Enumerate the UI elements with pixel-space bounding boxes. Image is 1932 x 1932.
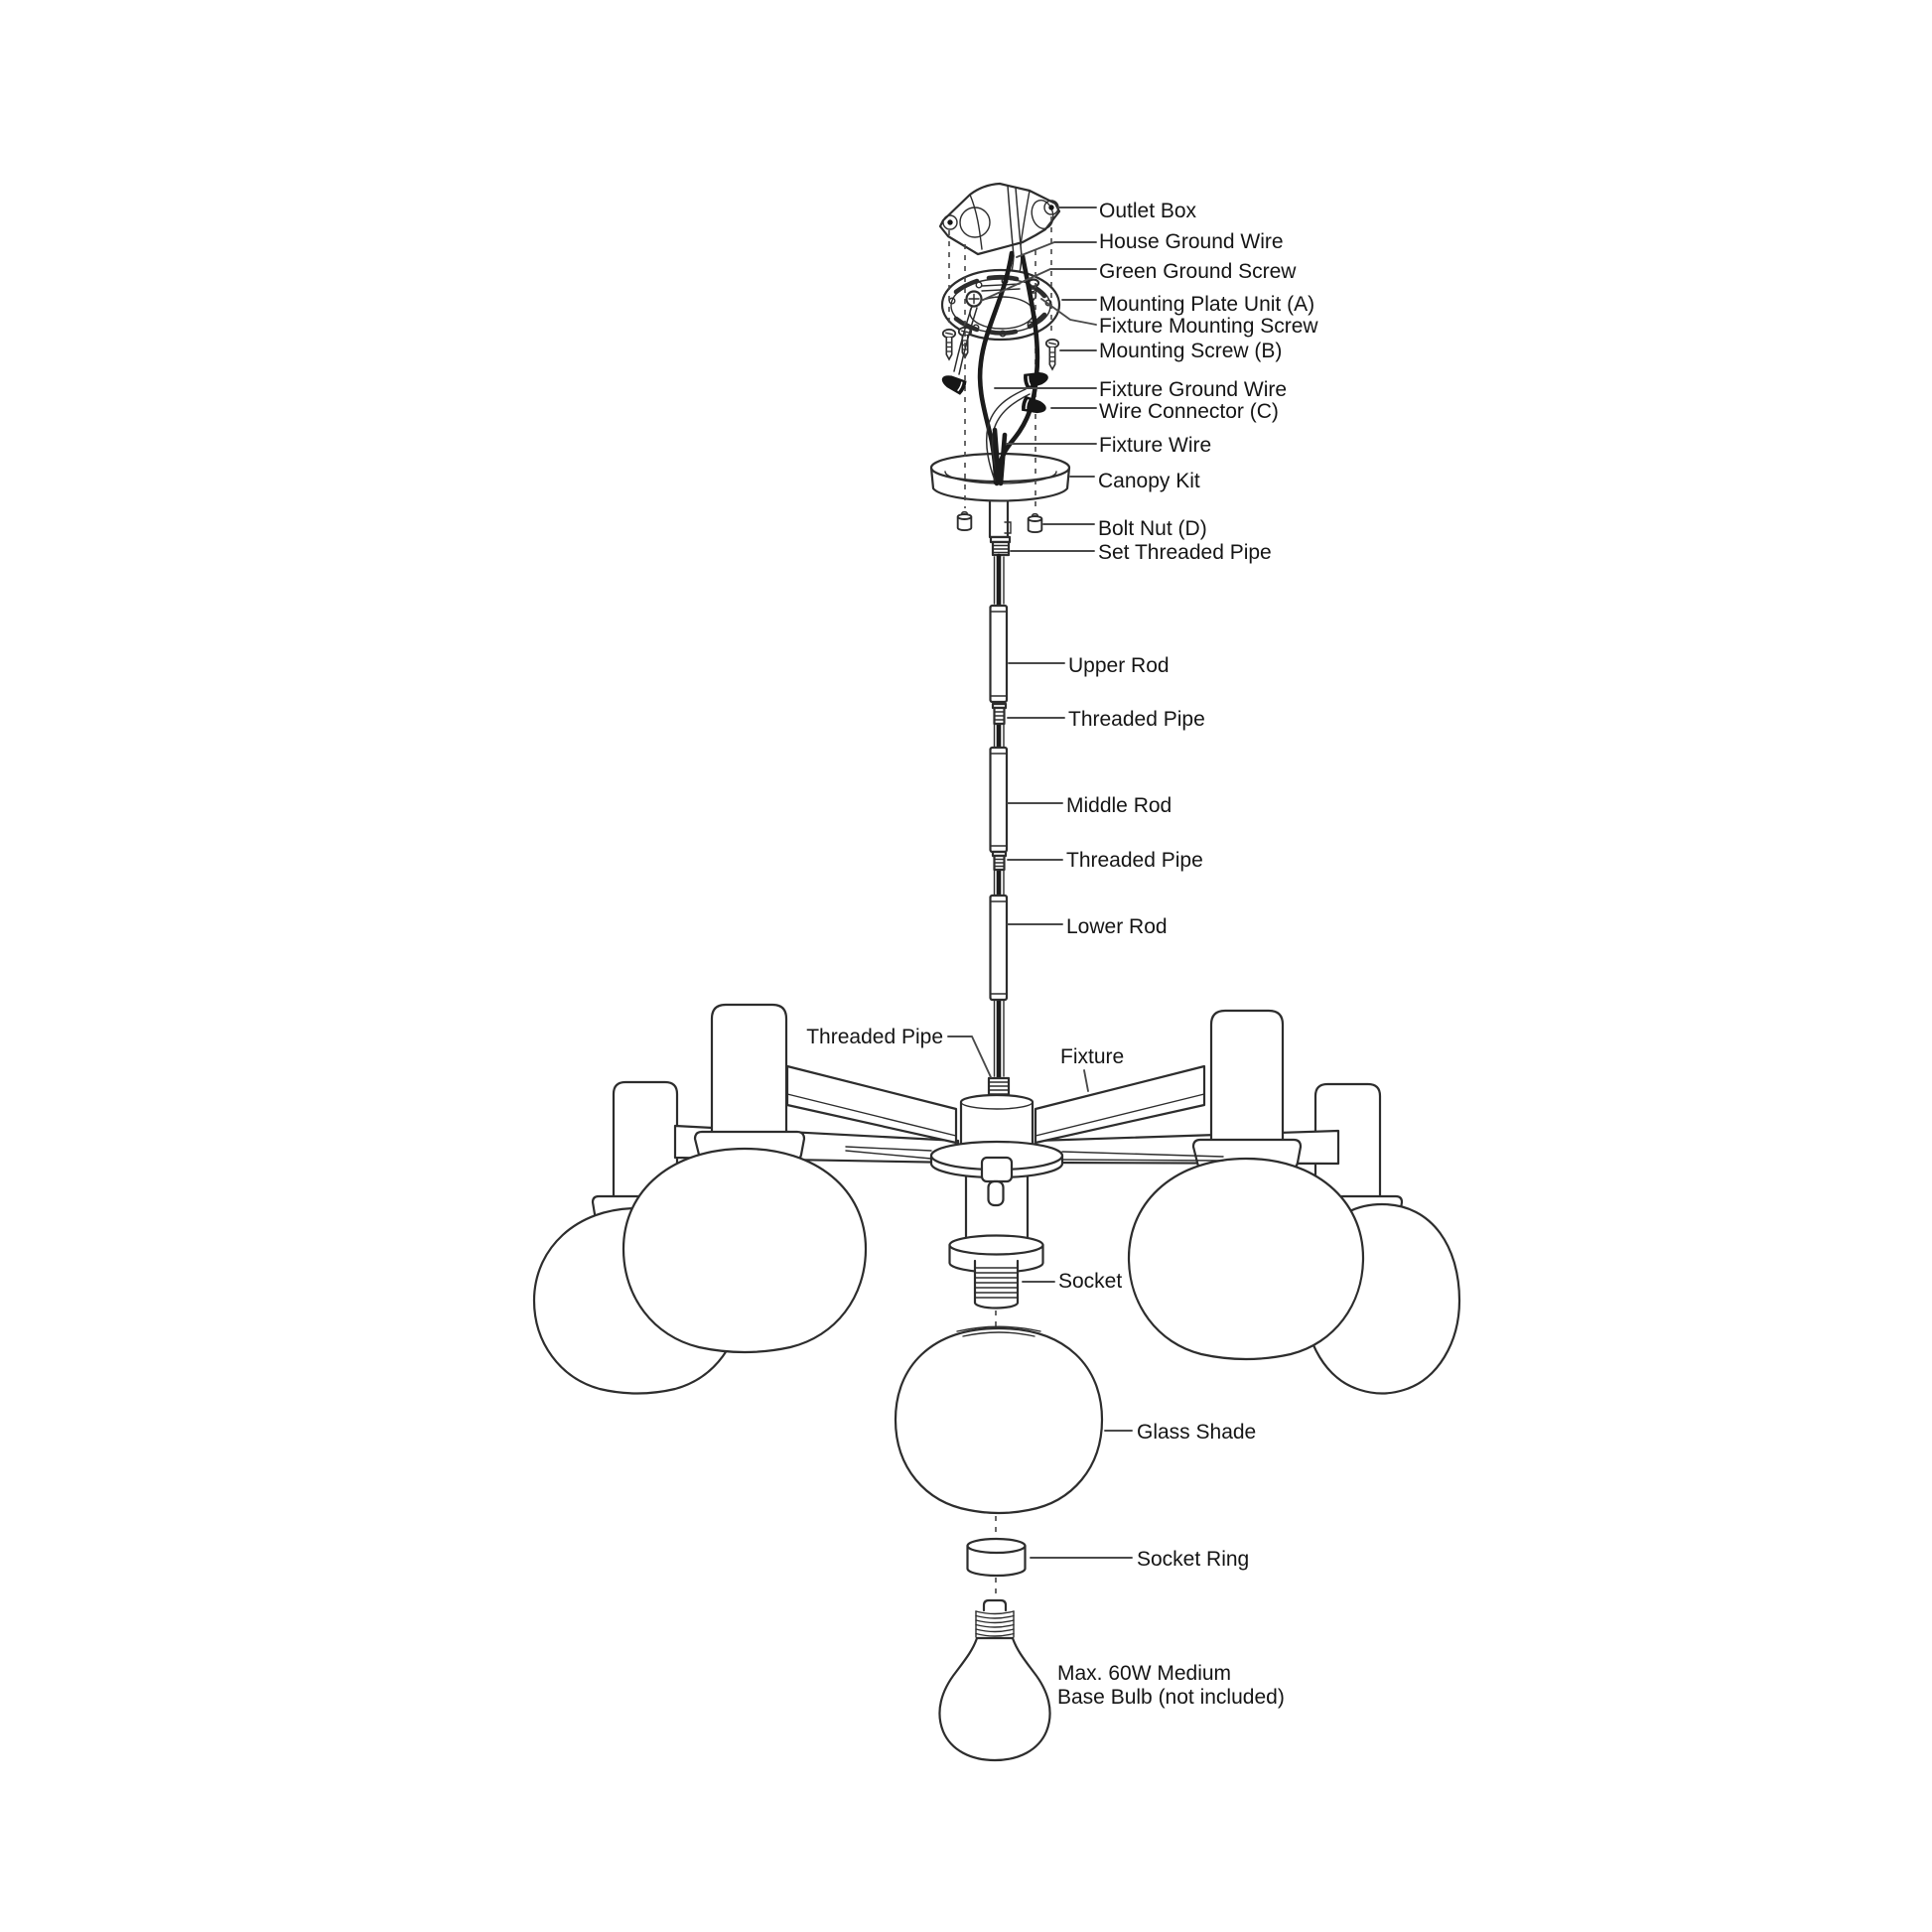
upper-rod-drawing xyxy=(989,604,1009,704)
label-set-threaded-pipe: Set Threaded Pipe xyxy=(1098,541,1272,564)
label-canopy-kit: Canopy Kit xyxy=(1098,470,1200,492)
label-fixture: Fixture xyxy=(1060,1045,1124,1068)
rod-wire-segments xyxy=(993,553,1005,1080)
outlet-box-drawing xyxy=(938,182,1061,256)
center-socket-assembly xyxy=(948,1156,1044,1310)
fixture-hub xyxy=(959,1093,1035,1147)
label-bolt-nut-d: Bolt Nut (D) xyxy=(1098,517,1207,540)
label-glass-shade: Glass Shade xyxy=(1137,1421,1256,1444)
label-fixture-mounting-screw: Fixture Mounting Screw xyxy=(1099,315,1318,338)
green-ground-screw-drawing xyxy=(965,290,983,308)
label-bulb-note-line2: Base Bulb (not included) xyxy=(1057,1686,1285,1709)
label-upper-rod: Upper Rod xyxy=(1068,654,1170,677)
canopy-neck xyxy=(988,500,1012,539)
middle-rod-drawing xyxy=(989,746,1009,854)
label-mounting-screw-b: Mounting Screw (B) xyxy=(1099,340,1282,362)
center-glass-shade xyxy=(894,1325,1104,1515)
label-lower-rod: Lower Rod xyxy=(1066,915,1168,938)
label-socket-ring: Socket Ring xyxy=(1137,1548,1249,1571)
label-bulb-note-line1: Max. 60W Medium xyxy=(1057,1662,1231,1685)
light-bulb-drawing xyxy=(938,1598,1051,1762)
fixture-drawing xyxy=(532,1003,1461,1762)
label-threaded-pipe-1: Threaded Pipe xyxy=(1068,708,1205,731)
label-house-ground-wire: House Ground Wire xyxy=(1099,230,1284,253)
label-middle-rod: Middle Rod xyxy=(1066,794,1172,817)
label-fixture-ground-wire: Fixture Ground Wire xyxy=(1099,378,1287,401)
label-green-ground-screw: Green Ground Screw xyxy=(1099,260,1297,283)
label-outlet-box: Outlet Box xyxy=(1099,200,1197,222)
label-wire-connector-c: Wire Connector (C) xyxy=(1099,400,1279,423)
socket-ring-drawing xyxy=(966,1537,1027,1578)
threaded-pipe-1-drawing xyxy=(991,702,1008,726)
label-mounting-plate-unit: Mounting Plate Unit (A) xyxy=(1099,293,1314,316)
lower-rod-drawing xyxy=(989,894,1009,1002)
edge-arms xyxy=(845,1146,1224,1162)
wire-connectors xyxy=(941,371,1048,414)
label-socket: Socket xyxy=(1058,1270,1122,1293)
part-labels: Outlet Box House Ground Wire Green Groun… xyxy=(806,200,1318,1709)
label-threaded-pipe-2: Threaded Pipe xyxy=(1066,849,1203,872)
threaded-pipe-2-drawing xyxy=(991,850,1008,872)
rod-column xyxy=(989,553,1009,1080)
shade-unit-front-right xyxy=(1127,1009,1365,1361)
label-fixture-wire: Fixture Wire xyxy=(1099,434,1211,457)
leader-lines xyxy=(947,207,1133,1559)
set-threaded-pipe-drawing xyxy=(989,535,1012,557)
shade-unit-front-left xyxy=(621,1003,868,1354)
label-threaded-pipe-3: Threaded Pipe xyxy=(806,1026,943,1048)
